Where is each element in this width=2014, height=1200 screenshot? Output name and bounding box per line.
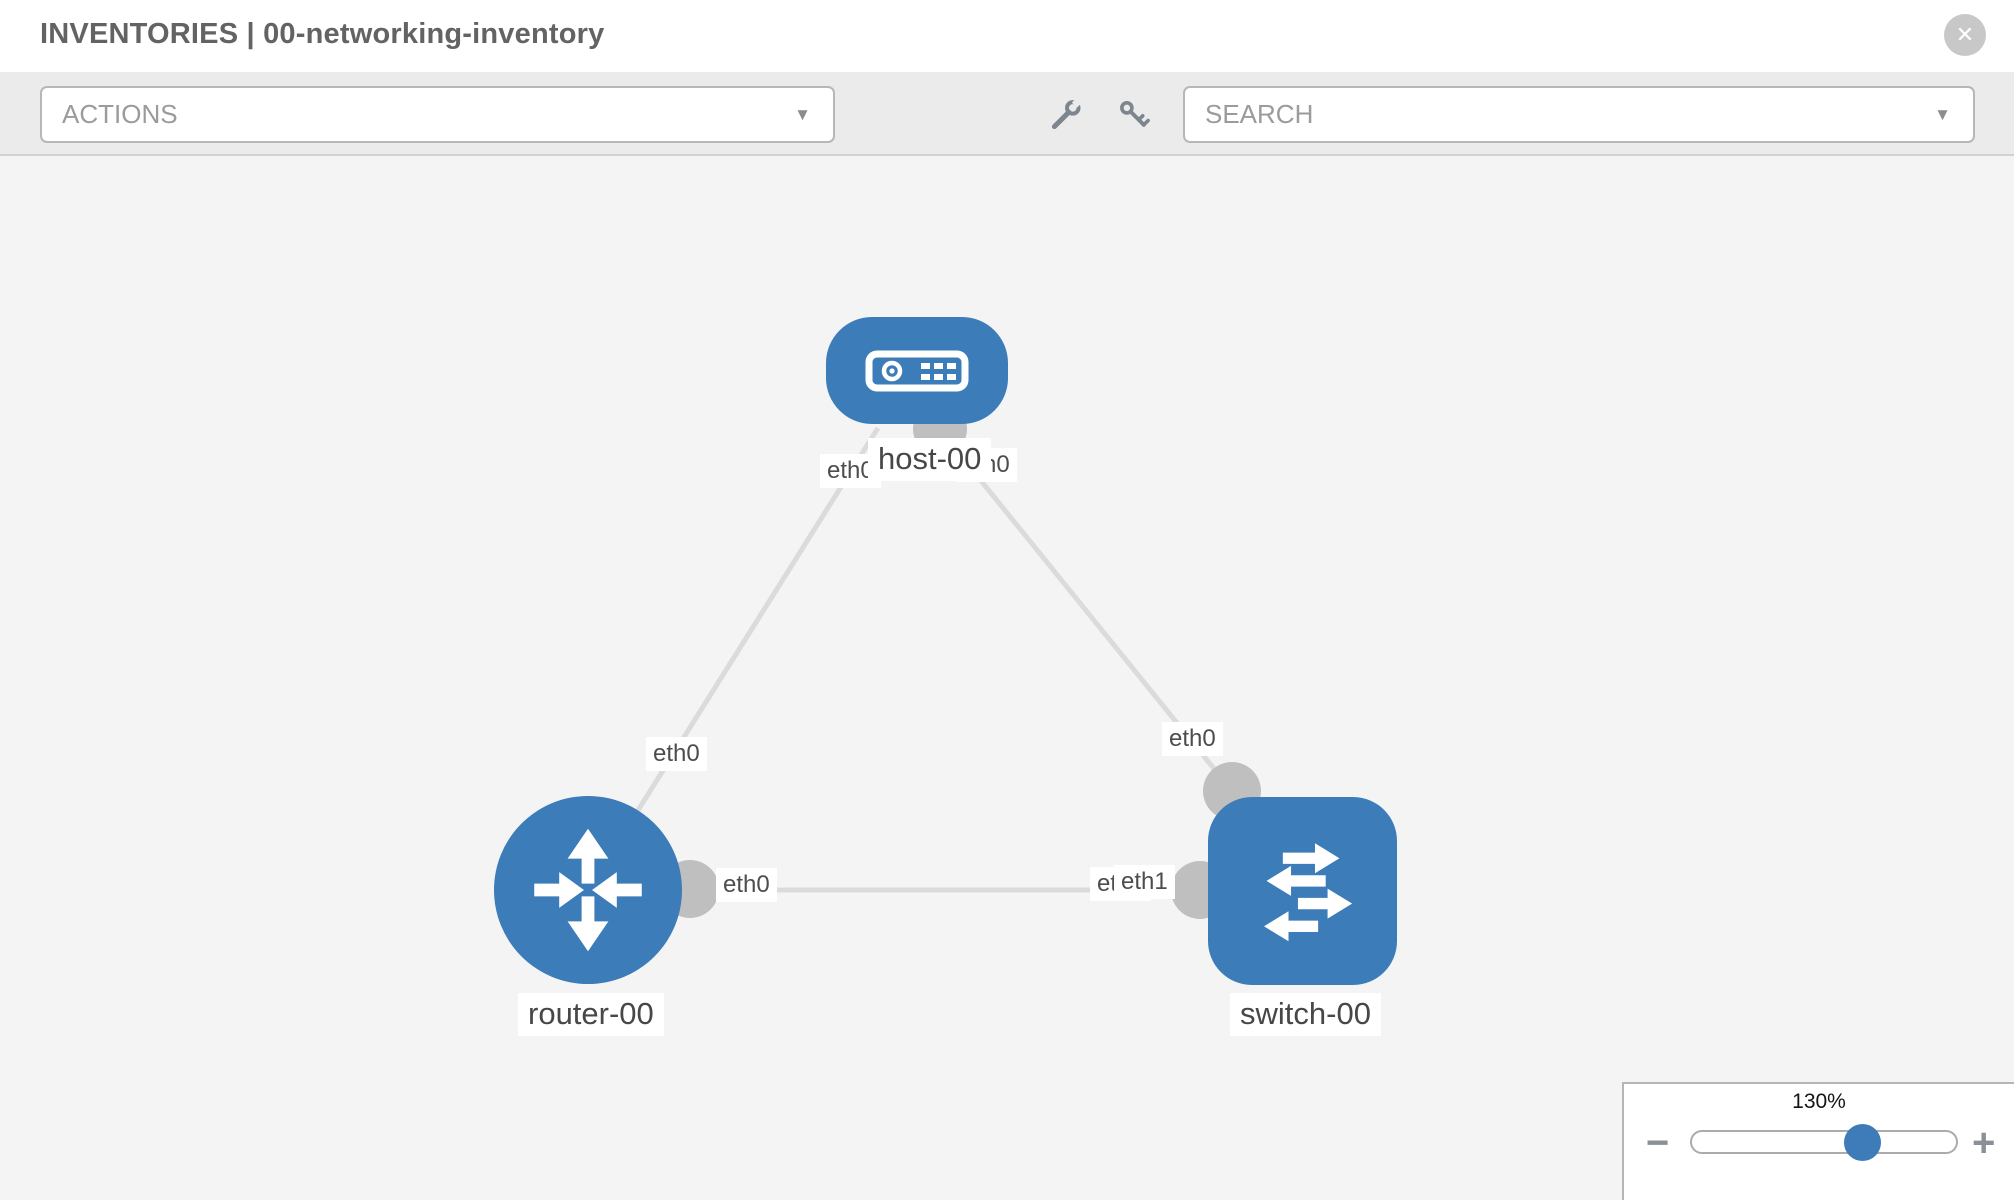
zoom-control-panel: 130% − + — [1622, 1082, 2014, 1200]
links-layer — [585, 426, 1234, 893]
node-host-00[interactable] — [826, 317, 1008, 424]
server-icon — [865, 350, 969, 391]
close-icon: ✕ — [1955, 22, 1975, 47]
key-icon[interactable] — [1115, 96, 1151, 132]
iface-label-host-left: eth0 — [820, 454, 881, 488]
node-router-00[interactable] — [494, 796, 682, 984]
zoom-in-button[interactable]: + — [1972, 1121, 1996, 1165]
chevron-down-icon: ▼ — [1934, 104, 1951, 124]
wrench-icon[interactable] — [1049, 96, 1085, 132]
router-icon — [534, 828, 642, 952]
iface-label-switch-mid-front: eth1 — [1114, 865, 1175, 899]
node-label-switch: switch-00 — [1230, 993, 1381, 1036]
topology-canvas[interactable]: eth0 eth0 eth0 eth0 eth0 eth0 eth1 host-… — [0, 156, 2014, 1200]
switch-icon — [1263, 843, 1352, 942]
zoom-slider-knob[interactable] — [1844, 1124, 1881, 1161]
iface-label-router-right: eth0 — [716, 868, 777, 902]
zoom-level-readout: 130% — [1792, 1090, 1846, 1113]
actions-select[interactable]: ACTIONS ▼ — [40, 86, 835, 143]
node-label-router: router-00 — [518, 993, 664, 1036]
iface-label-switch-top: eth0 — [1162, 722, 1223, 756]
node-switch-00[interactable] — [1208, 797, 1397, 985]
chevron-down-icon: ▼ — [794, 104, 811, 124]
search-select-label: SEARCH — [1205, 99, 1314, 129]
page-title: INVENTORIES | 00-networking-inventory — [40, 18, 605, 50]
zoom-slider-track[interactable] — [1690, 1130, 1958, 1154]
close-button[interactable]: ✕ — [1944, 14, 1986, 56]
zoom-out-button[interactable]: − — [1646, 1121, 1670, 1165]
toolbar: ACTIONS ▼ SEARCH ▼ — [0, 72, 2014, 156]
header: INVENTORIES | 00-networking-inventory ✕ — [0, 0, 2014, 73]
node-label-host: host-00 — [868, 438, 992, 481]
actions-select-label: ACTIONS — [62, 99, 178, 129]
search-select[interactable]: SEARCH ▼ — [1183, 86, 1975, 143]
iface-label-router-top: eth0 — [646, 737, 707, 771]
